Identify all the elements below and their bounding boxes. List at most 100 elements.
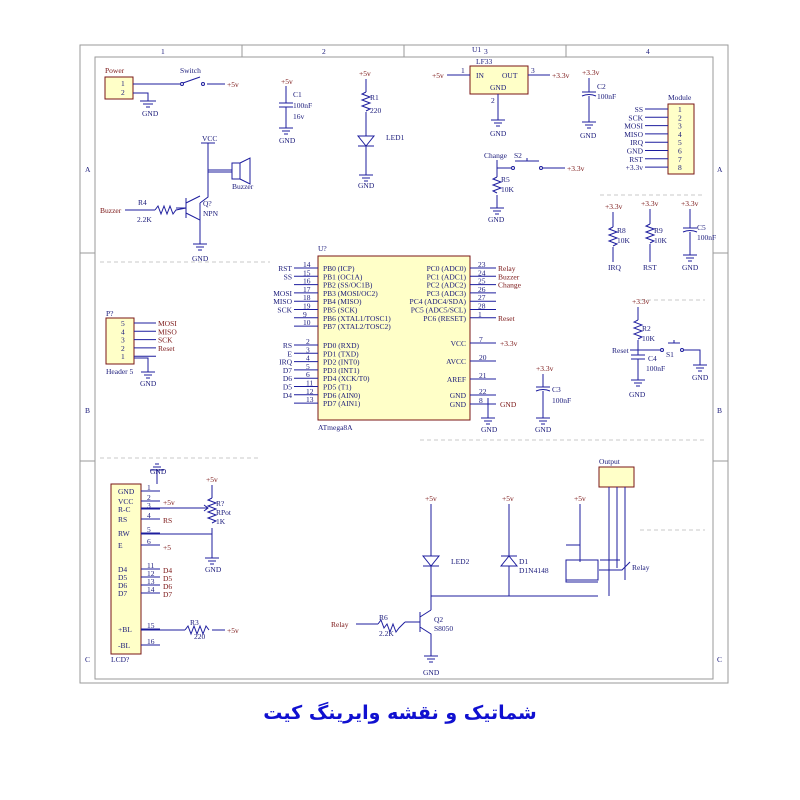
reg-out-rail: +3.3v (552, 71, 570, 80)
mcu-net-label: +3.3v (500, 339, 518, 348)
lcd-pin-number: 15 (147, 621, 155, 630)
mcu-pin-name: VCC (451, 339, 466, 348)
c3-val: 100nF (552, 396, 571, 405)
mcu-pin-number: 2 (306, 337, 310, 346)
c5-val: 100nF (697, 233, 716, 242)
reg-gnd-pin: GND (490, 83, 507, 92)
mcu-net-label: RST (278, 264, 292, 273)
sheet-frame: 1 2 3 4 A B C A B C (79, 44, 729, 684)
mcu-net-label: GND (500, 400, 517, 409)
r6-val: 2.2K (379, 629, 394, 638)
frame-row-a-left: A (85, 165, 91, 174)
power-pin1: 1 (121, 79, 125, 88)
lcd-pin-number: 16 (147, 637, 155, 646)
change-gnd: GND (488, 215, 505, 224)
relay-gnd: GND (423, 668, 440, 677)
reg-gnd: GND (490, 129, 507, 138)
mcu-pin-name: PC5 (ADC5/SCL) (411, 306, 467, 315)
led1-ref: LED1 (386, 133, 405, 142)
relay-name: Relay (632, 563, 650, 572)
mcu-pin-number: 4 (306, 354, 310, 363)
mcu-pin-name: PC1 (ADC1) (427, 272, 467, 281)
mcu-pin-name: PD7 (AIN1) (323, 399, 361, 408)
c3-gnd: GND (535, 425, 552, 434)
frame-col-1: 1 (161, 47, 165, 56)
reg-in-rail: +5v (432, 71, 444, 80)
lcd-pin-number: 3 (147, 501, 151, 510)
mcu-pin-name: GND (450, 391, 467, 400)
lcd-pin-number: 11 (147, 561, 154, 570)
lcd-pin-number: 14 (147, 585, 155, 594)
frame-row-b-left: B (85, 406, 90, 415)
module-pin-label: +3.3v (626, 163, 644, 172)
lcd-rs-net: RS (163, 516, 172, 525)
mcu-net-label: IRQ (279, 358, 293, 367)
mcu-pin-number: 6 (306, 370, 310, 379)
mcu-pin-number: 24 (478, 268, 486, 277)
mcu-pin-number: 14 (303, 260, 311, 269)
mcu-net-label: D7 (283, 366, 292, 375)
mcu-pin-name: PC3 (ADC3) (427, 289, 467, 298)
buzzer-name: Buzzer (232, 182, 254, 191)
c3-ref: C3 (552, 385, 561, 394)
header5-pin-number: 2 (121, 344, 125, 353)
frame-col-3: 3 (484, 47, 488, 56)
s1-ref: S1 (666, 350, 674, 359)
relay-driver: Output +5v +5v +5v Relay LED2 D1 D1N4148… (331, 457, 650, 677)
module-pin-number: 8 (678, 163, 682, 172)
mcu-pin-name: PC6 (RESET) (423, 314, 466, 323)
relay-rail: +5v (574, 494, 586, 503)
led2-rail: +5v (425, 494, 437, 503)
mcu-pin-number: 15 (303, 268, 311, 277)
r3-ref: R3 (190, 618, 199, 627)
mcu-pin-name: PD0 (RXD) (323, 341, 360, 350)
mcu-pin-name: PB7 (XTAL2/TOSC2) (323, 322, 391, 331)
lcd-bl-rail: +5v (227, 626, 239, 635)
mcu-pin-name: PD4 (XCK/T0) (323, 374, 370, 383)
power-header-title: Power (105, 66, 125, 75)
r8-rail: +3.3v (605, 202, 623, 211)
lcd-pin-label: +BL (118, 625, 132, 634)
mcu-pin-number: 12 (306, 387, 314, 396)
mcu-pin-number: 9 (303, 310, 307, 319)
mcu-pin-number: 25 (478, 277, 486, 286)
module-pin-label: SS (635, 105, 643, 114)
q2-part: S8050 (434, 624, 453, 633)
lcd-pin-number: 6 (147, 537, 151, 546)
r2-val: 10K (642, 334, 656, 343)
pot-ref: R? (216, 499, 225, 508)
mcu-net-label: MISO (273, 297, 292, 306)
mcu-pin-name: PC4 (ADC4/SDA) (410, 297, 467, 306)
frame-row-b-right: B (717, 406, 722, 415)
led1-rail: +5v (359, 69, 371, 78)
mcu-pin-number: 1 (478, 310, 482, 319)
mcu-net-label: RS (283, 341, 292, 350)
module-pin-number: 4 (678, 130, 682, 139)
header5-pin-number: 3 (121, 336, 125, 345)
lcd-pin-label: VCC (118, 497, 133, 506)
mcu-part: ATmega8A (318, 423, 353, 432)
c1-rail: +5v (281, 77, 293, 86)
reg-pin2: 2 (491, 96, 495, 105)
buzzer-vcc: VCC (202, 134, 217, 143)
module-pin-label: SCK (628, 113, 643, 122)
mcu-pin-name: AREF (447, 375, 466, 384)
lcd-pin-label: D7 (118, 589, 127, 598)
lcd-pin-label: GND (118, 487, 135, 496)
mcu-net-label: D5 (283, 383, 292, 392)
lcd-pin-number: 5 (147, 525, 151, 534)
r2-ref: R2 (642, 324, 651, 333)
pot-val: 1K (216, 517, 226, 526)
mcu-pin-number: 18 (303, 293, 311, 302)
mcu-pin-number: 13 (306, 395, 314, 404)
mcu-pin-name: PB6 (XTAL1/TOSC1) (323, 314, 391, 323)
r1-ref: R1 (370, 93, 379, 102)
change-net: Change (484, 151, 508, 160)
s1-gnd: GND (692, 373, 709, 382)
r9-ref: R9 (654, 226, 663, 235)
mcu-net-label: SCK (277, 306, 292, 315)
